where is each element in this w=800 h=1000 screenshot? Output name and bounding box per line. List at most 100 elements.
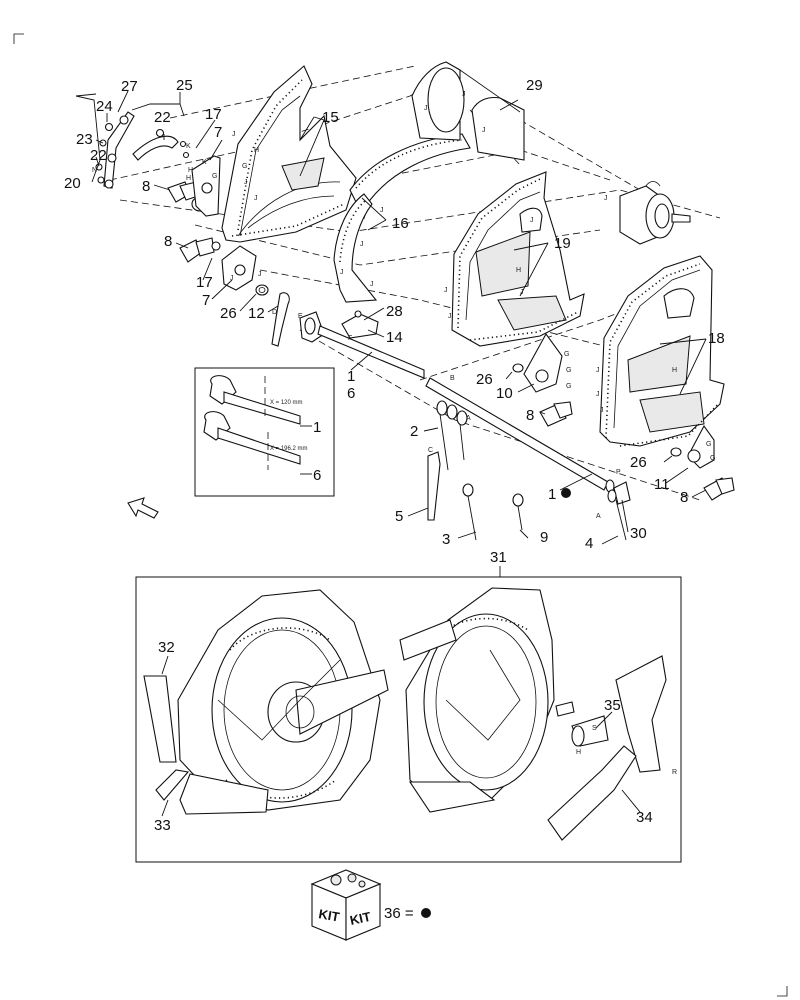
reference-letter: G	[212, 173, 217, 180]
reference-letter: J	[254, 195, 258, 202]
inset-dimension-6: X = 196.2 mm	[270, 446, 308, 452]
callout-10: 10	[496, 385, 513, 402]
callout-5: 5	[395, 508, 403, 525]
reference-letter: C	[428, 447, 433, 454]
reference-letter: P	[616, 469, 621, 476]
shaft-components	[271, 292, 631, 505]
inset-dimension-1: X = 120 mm	[270, 400, 303, 406]
rotor-segment-15	[221, 65, 357, 243]
reference-letter: J	[604, 195, 608, 202]
reference-letter: A	[596, 513, 601, 520]
reference-letters: K K N H H G H G J J J J J J J J J J J J …	[92, 91, 715, 776]
callout-25: 25	[176, 77, 193, 94]
reference-letter: G	[242, 163, 247, 170]
callout-17: 17	[196, 274, 213, 291]
reference-letter: D	[272, 309, 277, 316]
reference-letter: G	[706, 441, 711, 448]
callout-26: 26	[220, 305, 237, 322]
callout-8: 8	[526, 407, 534, 424]
callout-17: 17	[205, 106, 222, 123]
callout-35: 35	[604, 697, 621, 714]
inset-label-6: 6	[313, 467, 321, 484]
kit-legend: 36 =	[384, 905, 414, 922]
callout-2: 2	[410, 423, 418, 440]
callout-1: 1	[548, 486, 556, 503]
rotor-segment-16	[333, 133, 471, 303]
hub-assembly	[619, 181, 691, 245]
reference-letter: J	[444, 287, 448, 294]
callout-23: 23	[76, 131, 93, 148]
callout-33: 33	[154, 817, 171, 834]
reference-letter: G	[566, 367, 571, 374]
callout-3: 3	[442, 531, 450, 548]
reference-letter: J	[596, 367, 600, 374]
reference-letter: J	[424, 105, 428, 112]
callout-19: 19	[554, 235, 571, 252]
callout-22: 22	[90, 147, 107, 164]
reference-letter: H	[254, 147, 259, 154]
reference-letter: K	[202, 159, 207, 166]
callout-6: 6	[347, 385, 355, 402]
reference-letter: J	[448, 313, 452, 320]
inset-label-1: 1	[313, 419, 321, 436]
reference-letter: J	[340, 269, 344, 276]
reference-letter: G	[564, 351, 569, 358]
reference-letter: J	[370, 281, 374, 288]
springs-and-tines	[427, 400, 627, 541]
reference-letter: S	[592, 725, 597, 732]
callout-26: 26	[476, 371, 493, 388]
callout-1: 1	[347, 368, 355, 385]
callout-14: 14	[386, 329, 403, 346]
leader-lines	[75, 90, 707, 817]
reference-letter: H	[672, 367, 677, 374]
callout-7: 7	[214, 124, 222, 141]
rotor-disc-18	[599, 255, 725, 447]
reference-letter: J	[530, 217, 534, 224]
detail-box-31	[135, 576, 682, 863]
reference-letter: H	[188, 167, 193, 174]
callout-11: 11	[654, 476, 670, 493]
reference-letter: J	[600, 407, 604, 414]
callout-18: 18	[708, 330, 725, 347]
callout-24: 24	[96, 98, 113, 115]
reference-letter: J	[258, 271, 262, 278]
reference-letter: K	[186, 143, 191, 150]
callout-26: 26	[630, 454, 647, 471]
callout-8: 8	[164, 233, 172, 250]
kit-box-icon: KIT KIT	[310, 869, 382, 941]
reference-letter: J	[232, 131, 236, 138]
callout-30: 30	[630, 525, 647, 542]
callout-8: 8	[680, 489, 688, 506]
reference-letter: H	[516, 267, 521, 274]
reference-letter: J	[596, 391, 600, 398]
callout-4: 4	[585, 535, 593, 552]
callout-22: 22	[154, 109, 171, 126]
callout-8: 8	[142, 178, 150, 195]
callout-34: 34	[636, 809, 653, 826]
callout-27: 27	[121, 78, 138, 95]
rotor-disc-19	[451, 171, 585, 347]
reference-letter: J	[230, 275, 234, 282]
callout-16: 16	[392, 215, 409, 232]
reference-letter: B	[450, 375, 455, 382]
kit-word-right: KIT	[349, 909, 373, 928]
reference-letter: J	[244, 179, 248, 186]
rotor-segment-29	[411, 61, 525, 161]
callout-31: 31	[490, 549, 507, 566]
callout-28: 28	[386, 303, 403, 320]
reference-letter: J	[380, 207, 384, 214]
reference-letter: H	[186, 175, 191, 182]
reference-letter: F	[348, 335, 352, 342]
reference-letter: A	[466, 415, 471, 422]
callout-15: 15	[322, 109, 339, 126]
kit-word-left: KIT	[317, 906, 340, 924]
callout-12: 12	[248, 305, 265, 322]
filled-circle-icon	[421, 908, 431, 918]
lower-left-brackets	[179, 237, 269, 296]
callout-numbers: 24 27 25 22 17 23 22 7 20 8 15 29 16 19 …	[64, 77, 725, 834]
reference-letter: H	[576, 749, 581, 756]
callout-7: 7	[202, 292, 210, 309]
reference-letter: E	[298, 313, 303, 320]
reference-letter: J	[482, 127, 486, 134]
reference-letter: J	[360, 241, 364, 248]
